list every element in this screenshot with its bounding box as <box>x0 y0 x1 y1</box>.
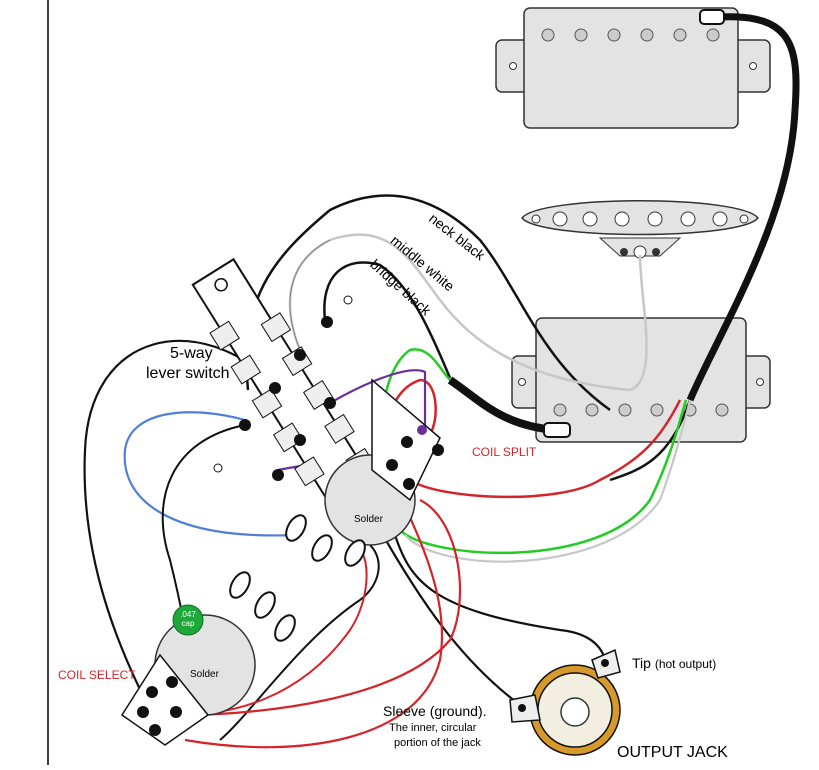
output-jack-label: OUTPUT JACK <box>617 744 728 761</box>
sleeve-note-1: The inner, circular <box>389 722 477 734</box>
middle-single-coil-pickup <box>521 200 759 259</box>
five-way-lever-switch <box>191 257 389 533</box>
capacitor-word: cap <box>181 619 195 628</box>
switch-label-line1: 5-way <box>170 345 213 362</box>
capacitor-icon <box>172 604 204 636</box>
coil-select-label: COIL SELECT <box>58 668 136 682</box>
switch-label-line2: lever switch <box>146 365 230 382</box>
bridge-humbucker-pickup <box>511 317 771 443</box>
capacitor-label: .047 cap <box>175 610 201 628</box>
capacitor-value: .047 <box>180 610 196 619</box>
bridge-black-wire <box>323 261 452 379</box>
tip-note: (hot output) <box>654 657 717 671</box>
tip-text: Tip <box>632 655 651 671</box>
output-jack <box>509 648 621 756</box>
neck-black-wire <box>245 194 611 412</box>
red-wire-select-2 <box>184 494 444 749</box>
neck-cable-wire <box>686 13 800 402</box>
bridge-cable-wire <box>447 376 556 434</box>
sleeve-label: Sleeve (ground). <box>383 703 487 719</box>
solder-label-volume: Solder <box>354 514 383 525</box>
neck-humbucker-pickup <box>495 7 771 129</box>
solder-label-tone: Solder <box>190 669 219 680</box>
grey-wire <box>404 399 692 563</box>
red-wire-split <box>409 399 682 499</box>
sleeve-note-2: portion of the jack <box>394 737 481 749</box>
tip-label: Tip (hot output) <box>632 655 716 671</box>
tone-pot <box>120 571 296 746</box>
coil-split-label: COIL SPLIT <box>472 445 537 459</box>
jack-tip-wire <box>393 534 607 661</box>
blue-wire <box>123 411 296 537</box>
left-black-wire <box>83 339 276 711</box>
purple-wire-1 <box>329 369 427 430</box>
volume-pot <box>285 378 444 567</box>
switch-lugs <box>213 295 353 481</box>
